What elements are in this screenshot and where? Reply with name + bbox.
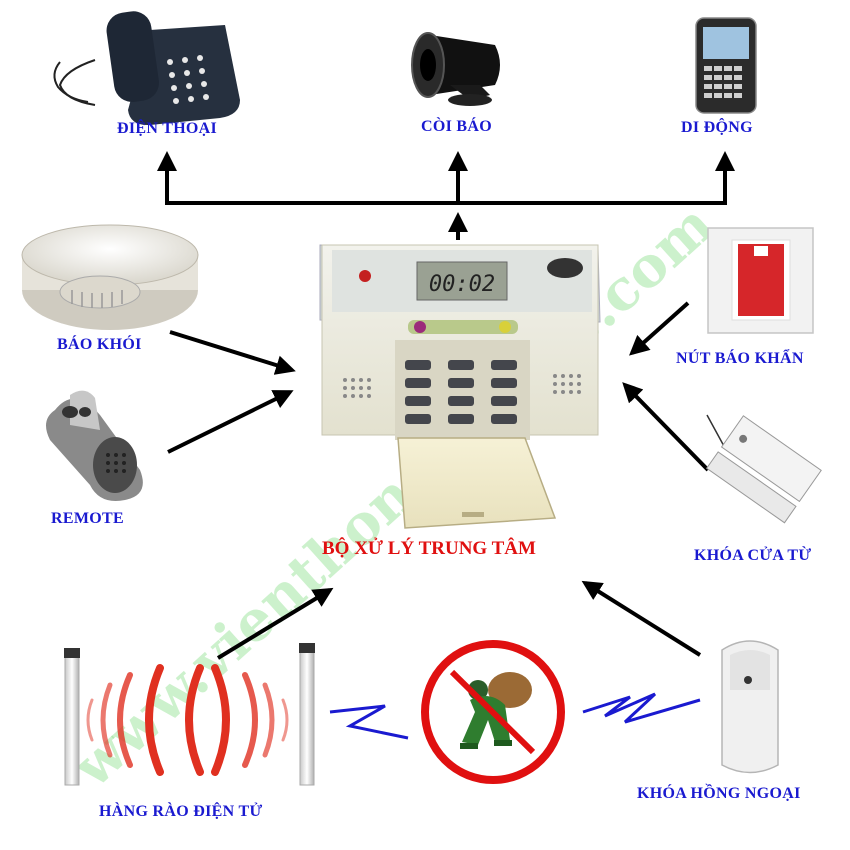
signal-zigzag-left bbox=[330, 706, 408, 738]
mobile-phone-icon bbox=[696, 18, 756, 113]
label-siren: CÒI BÁO bbox=[421, 118, 492, 136]
label-mobile: DI ĐỘNG bbox=[681, 119, 753, 137]
central-processor-icon: 00:02 bbox=[320, 245, 600, 528]
arrow-pir bbox=[585, 583, 700, 655]
label-fence: HÀNG RÀO ĐIỆN TỬ bbox=[99, 803, 262, 821]
panic-button-icon bbox=[708, 228, 813, 333]
label-remote: REMOTE bbox=[51, 510, 124, 528]
arrow-smoke bbox=[170, 332, 292, 370]
no-intruder-icon bbox=[425, 644, 561, 780]
panel-display: 00:02 bbox=[429, 272, 495, 297]
label-central-processor: BỘ XỬ LÝ TRUNG TÂM bbox=[322, 538, 536, 560]
siren-icon bbox=[412, 33, 500, 106]
label-smoke: BÁO KHÓI bbox=[57, 336, 142, 354]
pir-sensor-icon bbox=[722, 641, 778, 773]
smoke-detector-icon bbox=[22, 225, 198, 330]
door-contact-icon bbox=[707, 415, 822, 523]
arrow-door bbox=[625, 385, 708, 470]
label-panic: NÚT BÁO KHẨN bbox=[676, 350, 804, 368]
electronic-fence-icon bbox=[64, 643, 315, 785]
phone-icon bbox=[54, 9, 240, 125]
label-pir: KHÓA HỒNG NGOẠI bbox=[637, 785, 801, 803]
arrow-remote bbox=[168, 392, 290, 452]
label-phone: ĐIỆN THOẠI bbox=[117, 120, 217, 138]
remote-icon bbox=[46, 391, 143, 501]
label-door: KHÓA CỬA TỪ bbox=[694, 547, 811, 565]
output-connector bbox=[165, 155, 727, 240]
signal-zigzag-right bbox=[583, 694, 700, 722]
arrow-panic bbox=[632, 303, 688, 353]
